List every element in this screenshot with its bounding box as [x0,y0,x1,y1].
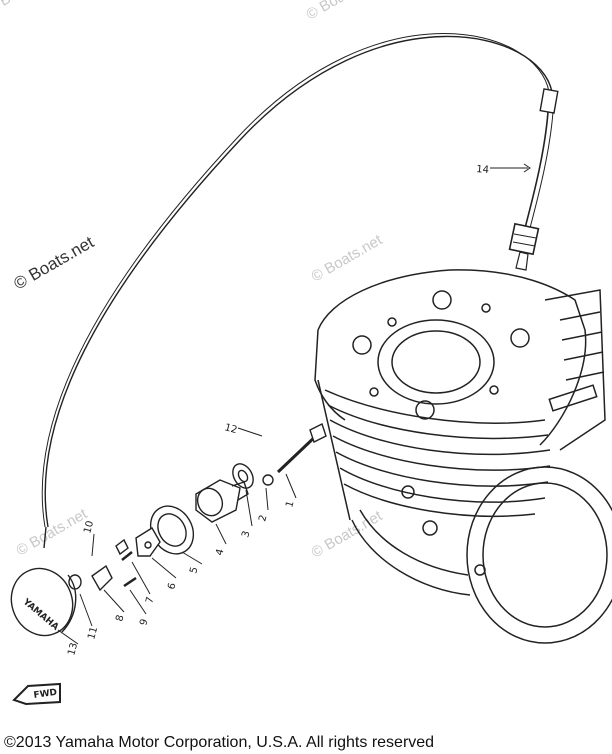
callout-3: 3 [240,530,252,539]
callout-numbers: 1 2 3 4 5 6 7 8 9 10 11 13 12 14 [66,164,489,657]
yamaha-cap [10,567,74,637]
leader-lines [57,163,531,645]
fwd-label: FWD [33,688,58,701]
grommet [68,574,82,590]
engine-cylinder [314,269,612,644]
callout-14: 14 [476,164,490,176]
callout-2: 2 [257,514,269,523]
screw [123,576,137,588]
tachometer-drive-parts [10,423,327,637]
watermark-faded-5: © Boats.net [309,507,386,561]
callout-9: 9 [138,618,150,627]
callout-12: 12 [223,422,238,436]
callout-13: 13 [66,642,80,657]
callout-8: 8 [114,614,126,623]
watermark-faded-3: © Boats.net [309,231,386,285]
watermark-faded-1: © Boats.net [0,0,61,17]
watermark-faded-2: © Boats.net [304,0,381,23]
callout-11: 11 [86,626,100,641]
watermark-faded-4: © Boats.net [14,505,91,559]
callout-7: 7 [144,596,156,605]
callout-10: 10 [82,520,96,535]
copyright-notice: ©2013 Yamaha Motor Corporation, U.S.A. A… [4,734,435,751]
callout-5: 5 [188,566,200,575]
forward-arrow-icon: FWD [12,682,61,706]
pin [121,551,133,561]
tachometer-cable [41,33,559,549]
watermark-primary: © Boats.net [11,232,98,293]
callout-4: 4 [214,548,226,557]
faded-watermarks: © Boats.net © Boats.net © Boats.net © Bo… [0,0,386,561]
washer [262,474,274,486]
bracket [91,564,113,592]
drive-shaft [276,432,320,474]
callout-6: 6 [166,582,178,591]
callout-1: 1 [284,500,296,509]
